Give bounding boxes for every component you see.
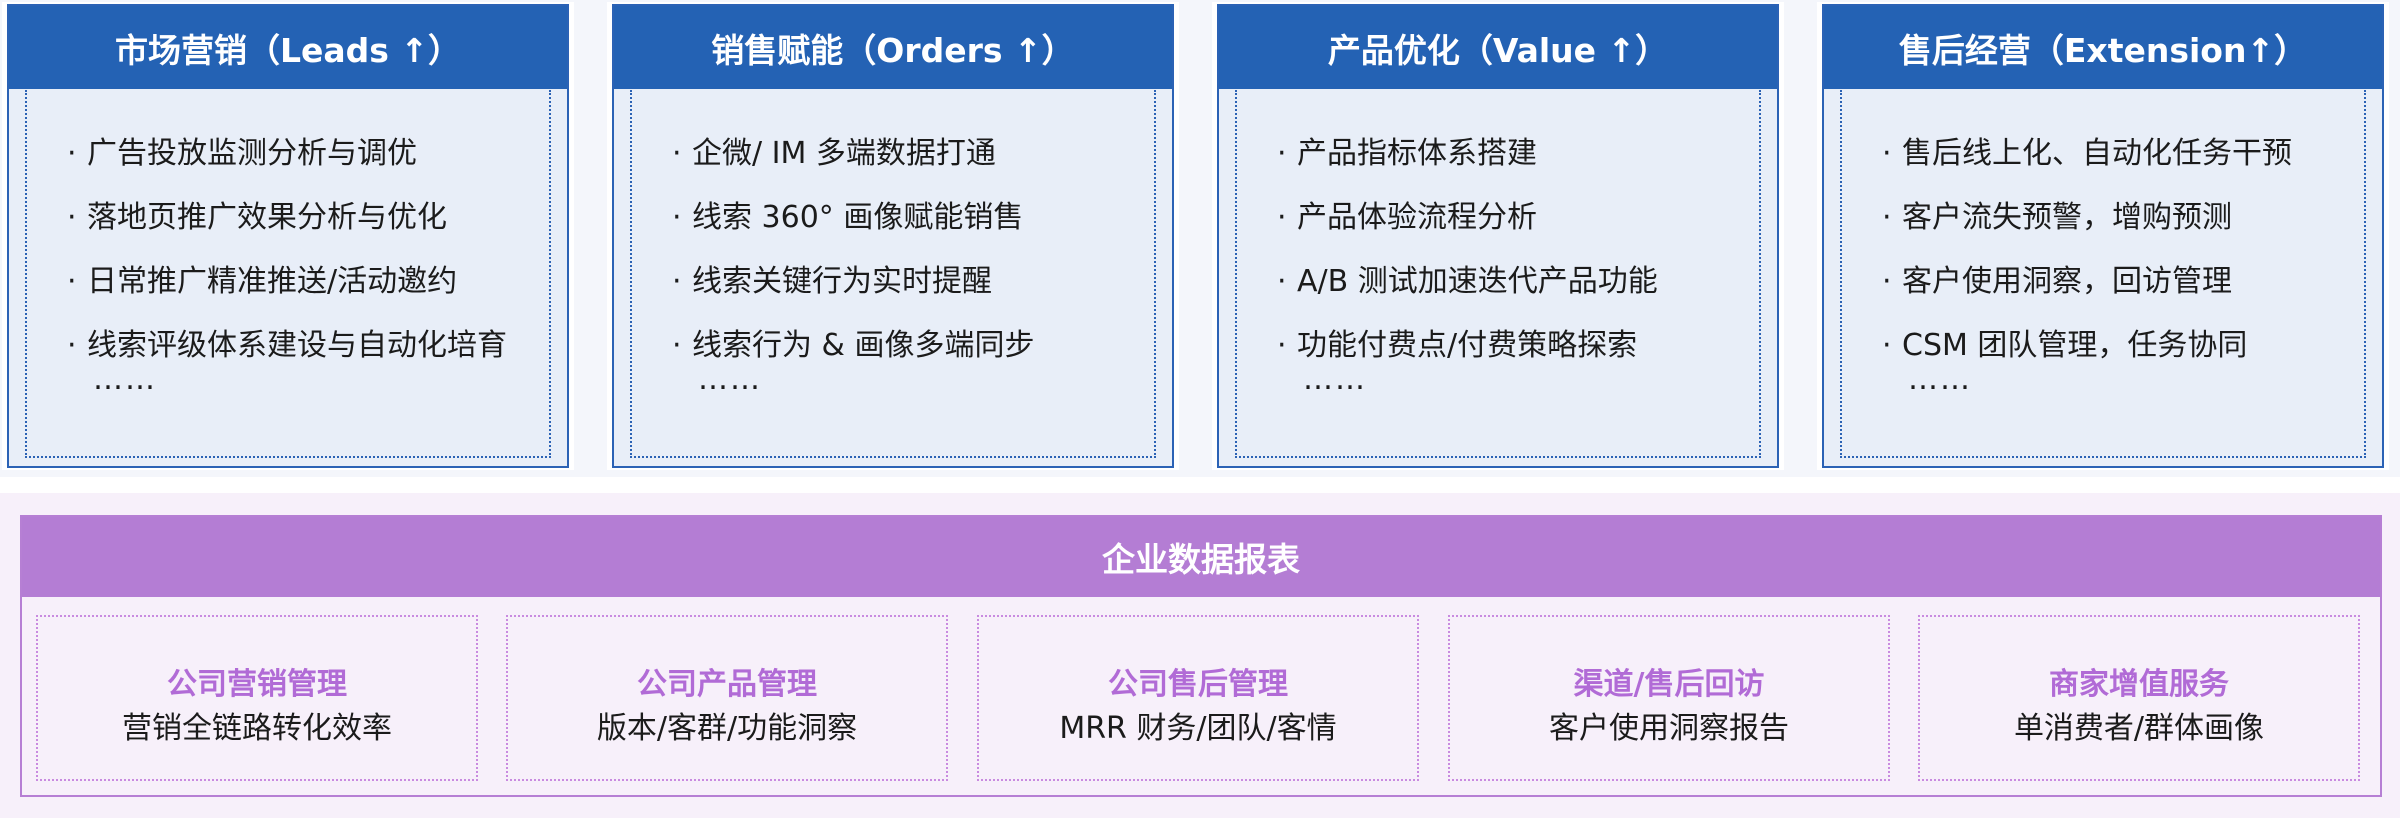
- bullet: ·: [67, 328, 77, 363]
- report-card: 渠道/售后回访 客户使用洞察报告: [1448, 615, 1890, 781]
- column-aftersales: 售后经营（Extension↑） · 售后线上化、自动化任务干预 · 客户流失预警，…: [1817, 2, 2389, 470]
- bullet: ·: [1277, 200, 1287, 235]
- report-cards: 公司营销管理 营销全链路转化效率 公司产品管理 版本/客群/功能洞察 公司售后管…: [36, 615, 2366, 783]
- card-title: 渠道/售后回访: [1573, 667, 1765, 702]
- bullet: ·: [1882, 264, 1892, 299]
- column-sales: 销售赋能（Orders ↑） · 企微/ IM 多端数据打通 · 线索 360° 画…: [607, 2, 1179, 470]
- more-ellipsis: ……: [1908, 362, 1972, 397]
- column-panel: 产品优化（Value ↑） · 产品指标体系搭建 · 产品体验流程分析 · A/B 测…: [1217, 4, 1779, 468]
- bullet: ·: [1882, 136, 1892, 171]
- list-item-text: CSM 团队管理，任务协同: [1902, 328, 2248, 363]
- list-item-text: 线索行为 & 画像多端同步: [692, 328, 1035, 363]
- column-item-list: · 广告投放监测分析与调优 · 落地页推广效果分析与优化 · 日常推广精准推送/活动邀…: [67, 122, 541, 378]
- list-item: · 客户使用洞察，回访管理: [1882, 250, 2356, 314]
- bullet: ·: [1882, 200, 1892, 235]
- list-item: · 线索行为 & 画像多端同步: [672, 314, 1146, 378]
- bullet: ·: [67, 264, 77, 299]
- column-title: 市场营销（Leads ↑）: [9, 6, 567, 89]
- bullet: ·: [1277, 264, 1287, 299]
- card-title: 公司售后管理: [1108, 667, 1288, 702]
- column-item-list: · 企微/ IM 多端数据打通 · 线索 360° 画像赋能销售 · 线索关键行为实时…: [672, 122, 1146, 378]
- more-ellipsis: ……: [93, 362, 157, 397]
- list-item-text: 线索关键行为实时提醒: [692, 264, 992, 299]
- report-title: 企业数据报表: [22, 517, 2380, 597]
- list-item: · 产品指标体系搭建: [1277, 122, 1751, 186]
- report-card: 商家增值服务 单消费者/群体画像: [1918, 615, 2360, 781]
- card-subtitle: 客户使用洞察报告: [1549, 711, 1789, 746]
- column-body: · 售后线上化、自动化任务干预 · 客户流失预警，增购预测 · 客户使用洞察，回访管理…: [1840, 90, 2366, 458]
- bullet: ·: [672, 136, 682, 171]
- more-ellipsis: ……: [1303, 362, 1367, 397]
- more-ellipsis: ……: [698, 362, 762, 397]
- card-title: 公司产品管理: [637, 667, 817, 702]
- list-item-text: 客户使用洞察，回访管理: [1902, 264, 2232, 299]
- bullet: ·: [672, 264, 682, 299]
- list-item: · 落地页推广效果分析与优化: [67, 186, 541, 250]
- list-item: · CSM 团队管理，任务协同: [1882, 314, 2356, 378]
- list-item-text: 产品指标体系搭建: [1297, 136, 1537, 171]
- list-item-text: 线索评级体系建设与自动化培育: [87, 328, 507, 363]
- card-subtitle: 单消费者/群体画像: [2013, 711, 2265, 746]
- bullet: ·: [67, 200, 77, 235]
- bullet: ·: [67, 136, 77, 171]
- function-columns: 市场营销（Leads ↑） · 广告投放监测分析与调优 · 落地页推广效果分析与优化…: [2, 2, 2389, 470]
- column-item-list: · 售后线上化、自动化任务干预 · 客户流失预警，增购预测 · 客户使用洞察，回访管理…: [1882, 122, 2356, 378]
- list-item-text: A/B 测试加速迭代产品功能: [1297, 264, 1658, 299]
- bullet: ·: [672, 328, 682, 363]
- column-title: 产品优化（Value ↑）: [1219, 6, 1777, 89]
- column-product: 产品优化（Value ↑） · 产品指标体系搭建 · 产品体验流程分析 · A/B 测…: [1212, 2, 1784, 470]
- list-item-text: 功能付费点/付费策略探索: [1297, 328, 1638, 363]
- column-body: · 企微/ IM 多端数据打通 · 线索 360° 画像赋能销售 · 线索关键行为实时…: [630, 90, 1156, 458]
- column-marketing: 市场营销（Leads ↑） · 广告投放监测分析与调优 · 落地页推广效果分析与优化…: [2, 2, 574, 470]
- bullet: ·: [672, 200, 682, 235]
- list-item-text: 产品体验流程分析: [1297, 200, 1537, 235]
- list-item: · 线索 360° 画像赋能销售: [672, 186, 1146, 250]
- list-item-text: 线索 360° 画像赋能销售: [692, 200, 1024, 235]
- column-title: 售后经营（Extension↑）: [1824, 6, 2382, 89]
- bullet: ·: [1277, 136, 1287, 171]
- column-item-list: · 产品指标体系搭建 · 产品体验流程分析 · A/B 测试加速迭代产品功能 · 功能付…: [1277, 122, 1751, 378]
- list-item: · 售后线上化、自动化任务干预: [1882, 122, 2356, 186]
- column-body: · 广告投放监测分析与调优 · 落地页推广效果分析与优化 · 日常推广精准推送/活动邀…: [25, 90, 551, 458]
- column-panel: 销售赋能（Orders ↑） · 企微/ IM 多端数据打通 · 线索 360° 画…: [612, 4, 1174, 468]
- list-item: · 日常推广精准推送/活动邀约: [67, 250, 541, 314]
- list-item: · 企微/ IM 多端数据打通: [672, 122, 1146, 186]
- list-item: · 线索评级体系建设与自动化培育: [67, 314, 541, 378]
- card-subtitle: 版本/客群/功能洞察: [596, 711, 858, 746]
- list-item: · 客户流失预警，增购预测: [1882, 186, 2356, 250]
- card-subtitle: MRR 财务/团队/客情: [1059, 711, 1337, 746]
- list-item-text: 客户流失预警，增购预测: [1902, 200, 2232, 235]
- column-title: 销售赋能（Orders ↑）: [614, 6, 1172, 89]
- enterprise-report-panel: 企业数据报表 公司营销管理 营销全链路转化效率 公司产品管理 版本/客群/功能洞…: [20, 515, 2382, 797]
- list-item: · 功能付费点/付费策略探索: [1277, 314, 1751, 378]
- list-item-text: 广告投放监测分析与调优: [87, 136, 417, 171]
- column-panel: 售后经营（Extension↑） · 售后线上化、自动化任务干预 · 客户流失预警，…: [1822, 4, 2384, 468]
- report-card: 公司营销管理 营销全链路转化效率: [36, 615, 478, 781]
- list-item: · 线索关键行为实时提醒: [672, 250, 1146, 314]
- report-card: 公司产品管理 版本/客群/功能洞察: [506, 615, 948, 781]
- list-item: · 产品体验流程分析: [1277, 186, 1751, 250]
- card-subtitle: 营销全链路转化效率: [122, 711, 392, 746]
- list-item-text: 落地页推广效果分析与优化: [87, 200, 447, 235]
- column-panel: 市场营销（Leads ↑） · 广告投放监测分析与调优 · 落地页推广效果分析与优化…: [7, 4, 569, 468]
- list-item-text: 日常推广精准推送/活动邀约: [87, 264, 458, 299]
- bullet: ·: [1882, 328, 1892, 363]
- list-item: · 广告投放监测分析与调优: [67, 122, 541, 186]
- report-card: 公司售后管理 MRR 财务/团队/客情: [977, 615, 1419, 781]
- card-title: 商家增值服务: [2049, 667, 2229, 702]
- column-body: · 产品指标体系搭建 · 产品体验流程分析 · A/B 测试加速迭代产品功能 · 功能付…: [1235, 90, 1761, 458]
- list-item-text: 企微/ IM 多端数据打通: [692, 136, 996, 171]
- card-title: 公司营销管理: [167, 667, 347, 702]
- list-item-text: 售后线上化、自动化任务干预: [1902, 136, 2292, 171]
- bullet: ·: [1277, 328, 1287, 363]
- list-item: · A/B 测试加速迭代产品功能: [1277, 250, 1751, 314]
